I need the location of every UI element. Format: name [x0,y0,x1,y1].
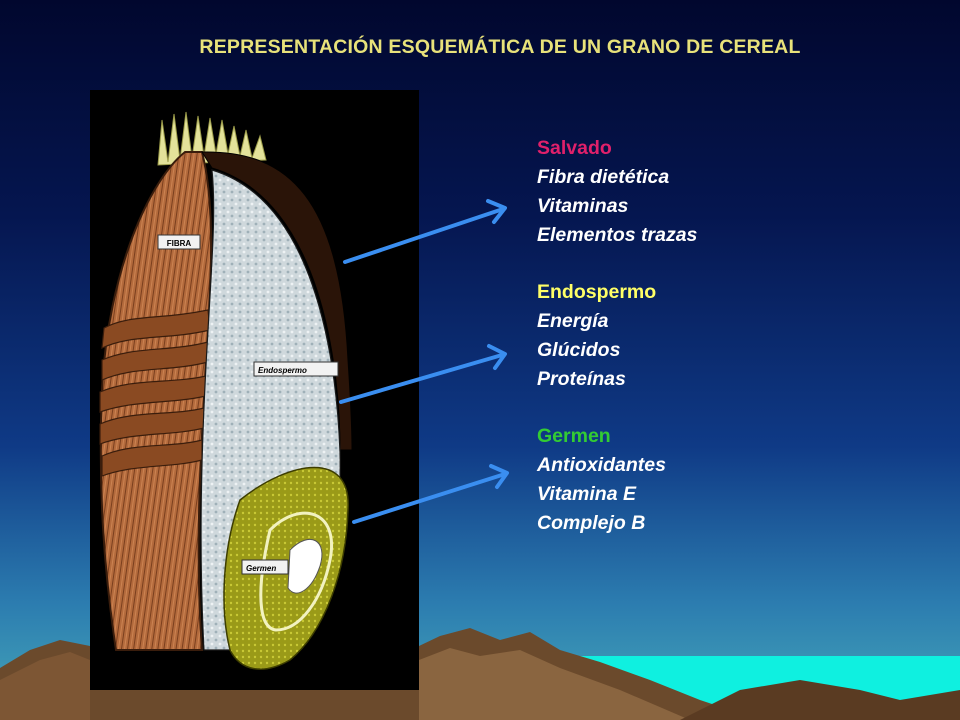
mountain-range-front [419,648,690,720]
group-salvado: Salvado Fibra dietética Vitaminas Elemen… [537,134,797,250]
item-vitaminas: Vitaminas [537,195,629,217]
grain-diagram-panel: FIBRA Endospermo Germen [90,90,419,690]
item-complejo-b: Complejo B [537,512,646,534]
item-vitamina-e: Vitamina E [537,483,636,505]
endospermo-label-box [253,361,339,377]
endospermo-label: Endospermo [258,366,307,375]
item-glucidos: Glúcidos [537,339,621,361]
germen-label: Germen [246,564,276,573]
item-elementos-trazas: Elementos trazas [537,224,698,246]
mountain-range-right [680,680,960,720]
group-endospermo: Endospermo Energía Glúcidos Proteínas [537,278,797,394]
item-energia: Energía [537,310,609,332]
item-proteinas: Proteínas [537,368,626,390]
item-antioxidantes: Antioxidantes [537,454,666,476]
aleurone-layer [201,151,353,451]
fibra-label: FIBRA [167,239,192,248]
group-germen: Germen Antioxidantes Vitamina E Complejo… [537,422,797,538]
slide-title: REPRESENTACIÓN ESQUEMÁTICA DE UN GRANO D… [199,36,801,58]
heading-salvado: Salvado [537,137,612,159]
mountain-range-left [0,652,90,720]
bran-folds [99,309,211,477]
germen-label-box [241,559,289,575]
heading-germen: Germen [537,425,611,447]
item-fibra-dietetica: Fibra dietética [537,166,670,188]
grain-diagram: FIBRA Endospermo Germen [99,111,353,670]
nutrient-labels: Salvado Fibra dietética Vitaminas Elemen… [537,134,797,566]
germ-inner-ring [259,511,333,632]
germ-embryo [287,538,323,594]
heading-endospermo: Endospermo [537,281,657,303]
fibra-label-box [157,234,201,250]
